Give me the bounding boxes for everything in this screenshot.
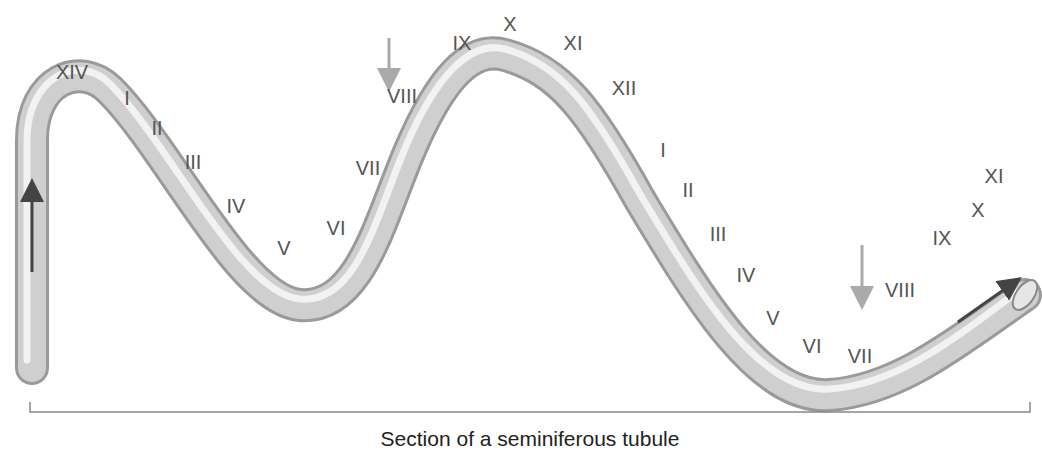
stage-number: V: [277, 238, 290, 258]
stage-number: X: [971, 200, 984, 220]
stage-number: III: [710, 224, 727, 244]
stage-number: V: [766, 308, 779, 328]
stage-number: X: [503, 14, 516, 34]
stage-number: XIV: [56, 62, 88, 82]
stage-number: IX: [933, 228, 952, 248]
stage-number: VIII: [387, 86, 417, 106]
stage-number: I: [124, 88, 130, 108]
stage-number: VI: [327, 218, 346, 238]
stage-number: VII: [356, 158, 380, 178]
stage-number: XI: [564, 33, 583, 53]
caption: Section of a seminiferous tubule: [381, 428, 680, 449]
stage-number: III: [185, 152, 202, 172]
stage-number: II: [151, 118, 162, 138]
stage-number: VIII: [885, 280, 915, 300]
stage-number: VI: [803, 336, 822, 356]
stage-number: VII: [848, 346, 872, 366]
stage-number: I: [660, 140, 666, 160]
stage-number: IX: [453, 33, 472, 53]
stage-number: IV: [227, 196, 246, 216]
stage-number: XII: [612, 78, 636, 98]
stage-number: IV: [737, 265, 756, 285]
stage-number: XI: [985, 166, 1004, 186]
stage-number: II: [682, 180, 693, 200]
